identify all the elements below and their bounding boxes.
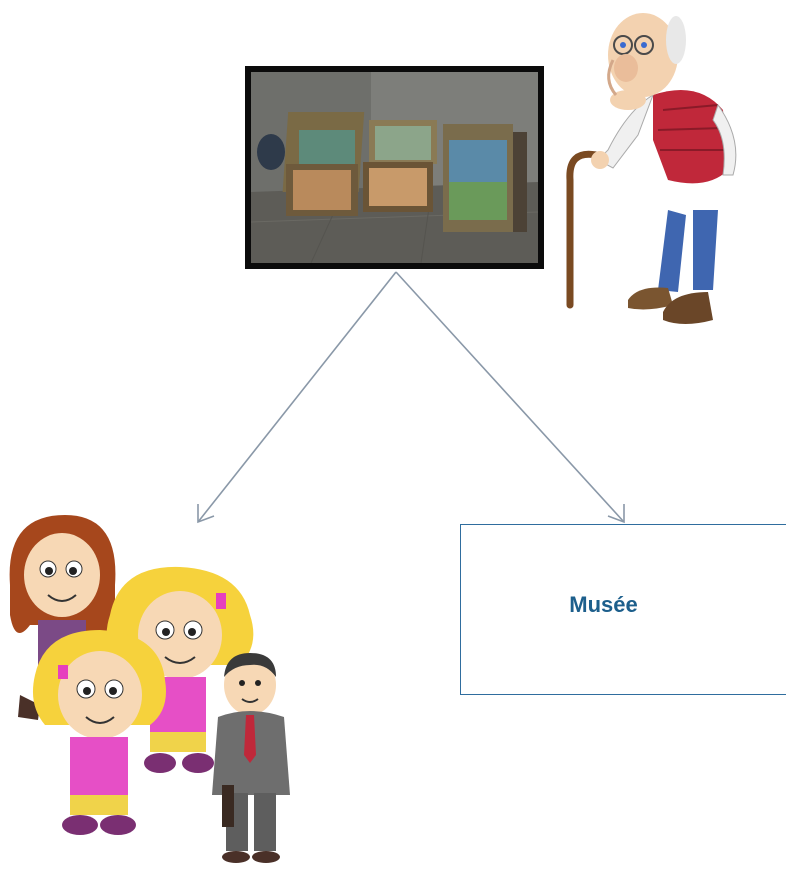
paintings-photo (245, 66, 544, 269)
museum-label: Musée (569, 591, 638, 617)
museum-box: Musée (460, 524, 786, 695)
elderly-man-icon (566, 13, 737, 324)
arrow-to-group (197, 271, 397, 523)
paintings-photo-image (251, 72, 538, 263)
arrow-head-museum (607, 504, 625, 524)
children-group-icon (9, 515, 290, 863)
